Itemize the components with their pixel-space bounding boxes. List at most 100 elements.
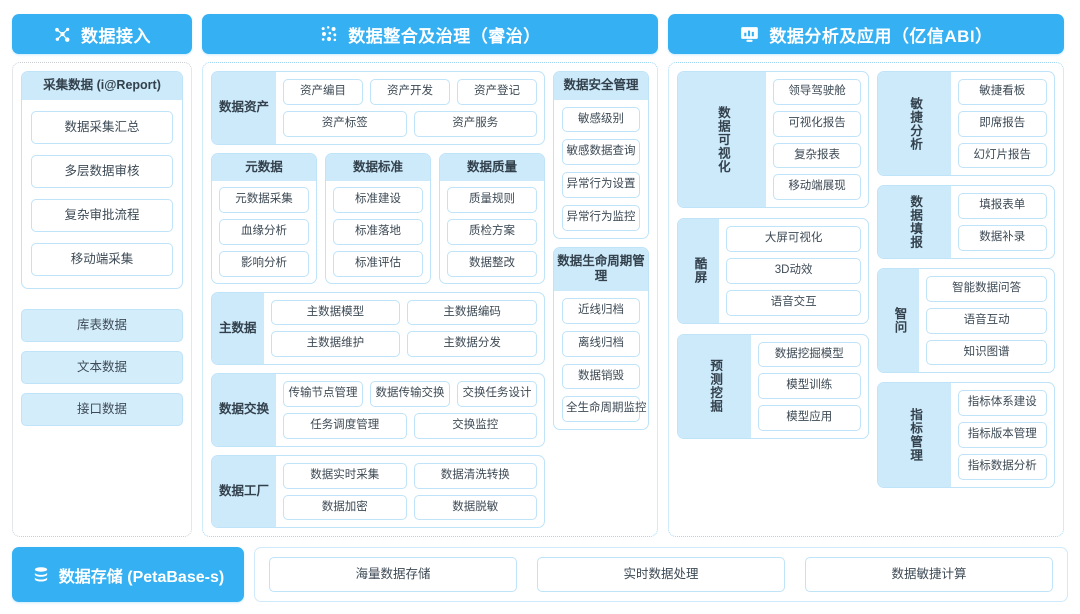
group-label: 智问 — [878, 268, 920, 373]
chip-item[interactable]: 交换监控 — [413, 413, 538, 439]
chip-item[interactable]: 数据实时采集 — [283, 462, 407, 489]
chip-item[interactable]: 语音交互 — [726, 289, 861, 316]
banner-data-ingestion[interactable]: 数据接入 — [12, 14, 192, 54]
database-stack-icon — [32, 566, 50, 584]
card-body: 标准建设 标准落地 标准评估 — [326, 181, 430, 282]
chip-source[interactable]: 库表数据 — [21, 308, 183, 342]
chip-item[interactable]: 资产标签 — [283, 110, 407, 137]
chip-item[interactable]: 智能数据问答 — [926, 275, 1047, 302]
chip-item[interactable]: 敏感级别 — [562, 106, 640, 133]
chip-item[interactable]: 数据脱敏 — [413, 494, 538, 521]
group-predictive-mining: 预测挖掘 数据挖掘模型 模型训练 模型应用 — [677, 333, 869, 439]
banner-data-analytics[interactable]: 数据分析及应用（亿信ABI） — [668, 14, 1064, 54]
group-data-asset: 数据资产 资产编目 资产开发 资产登记 资产标签 资产服务 — [211, 71, 545, 145]
chip-source[interactable]: 文本数据 — [21, 350, 183, 384]
chip-item[interactable]: 幻灯片报告 — [957, 142, 1047, 169]
chip-item[interactable]: 数据采集汇总 — [31, 110, 173, 144]
group-label: 敏捷分析 — [878, 72, 951, 176]
group-body: 填报表单 数据补录 — [951, 186, 1055, 258]
chip-item[interactable]: 主数据分发 — [407, 331, 538, 358]
chip-item[interactable]: 大屏可视化 — [726, 226, 861, 252]
chip-item[interactable]: 指标数据分析 — [957, 453, 1047, 480]
card-data-quality: 数据质量 质量规则 质检方案 数据整改 — [439, 152, 545, 284]
chip-item[interactable]: 数据销毁 — [562, 363, 640, 390]
banner-data-storage[interactable]: 数据存储 (PetaBase-s) — [12, 547, 244, 603]
chip-item[interactable]: 任务调度管理 — [283, 413, 407, 439]
storage-items-box: 海量数据存储 实时数据处理 数据敏捷计算 — [254, 547, 1068, 603]
chip-item[interactable]: 血缘分析 — [219, 219, 309, 245]
group-smart-qa: 智问 智能数据问答 语音互动 知识图谱 — [877, 267, 1055, 374]
chip-item[interactable]: 复杂报表 — [773, 142, 861, 169]
group-row: 传输节点管理 数据传输交换 交换任务设计 — [283, 381, 538, 407]
chip-item[interactable]: 影响分析 — [219, 250, 309, 277]
chip-source[interactable]: 接口数据 — [21, 392, 183, 426]
card-body: 敏感级别 敏感数据查询 异常行为设置 异常行为监控 — [554, 100, 648, 238]
chip-item[interactable]: 主数据编码 — [407, 299, 538, 326]
chip-item[interactable]: 传输节点管理 — [283, 381, 364, 407]
chip-item[interactable]: 移动端采集 — [31, 242, 173, 276]
group-label: 数据填报 — [878, 186, 951, 258]
chip-item[interactable]: 标准评估 — [333, 250, 423, 277]
chip-item[interactable]: 标准建设 — [333, 187, 423, 214]
chip-item[interactable]: 移动端展现 — [773, 174, 861, 201]
chip-item[interactable]: 数据整改 — [447, 250, 537, 277]
nodes-network-icon — [53, 25, 72, 44]
chip-item[interactable]: 离线归档 — [562, 330, 640, 357]
chip-item[interactable]: 复杂审批流程 — [31, 198, 173, 232]
chip-item[interactable]: 数据加密 — [283, 494, 407, 521]
chip-item[interactable]: 交换任务设计 — [457, 381, 538, 407]
chip-item[interactable]: 全生命周期监控 — [562, 396, 647, 423]
chip-item[interactable]: 模型训练 — [757, 373, 861, 400]
chip-item[interactable]: 元数据采集 — [219, 187, 309, 214]
chip-item[interactable]: 多层数据审核 — [31, 154, 173, 188]
chip-item[interactable]: 资产编目 — [283, 79, 364, 105]
chip-item[interactable]: 资产服务 — [413, 110, 538, 137]
chip-item[interactable]: 指标体系建设 — [957, 390, 1047, 417]
chip-item[interactable]: 敏感数据查询 — [562, 139, 640, 166]
chip-item[interactable]: 异常行为设置 — [562, 172, 640, 199]
group-row: 数据实时采集 数据清洗转换 — [283, 462, 538, 489]
analytics-column-a: 数据可视化 领导驾驶舱 可视化报告 复杂报表 移动端展现 酷屏 大屏可视化 — [677, 71, 869, 528]
group-row: 资产标签 资产服务 — [283, 110, 538, 137]
banner-label: 数据分析及应用（亿信ABI） — [769, 26, 993, 46]
group-data-factory: 数据工厂 数据实时采集 数据清洗转换 数据加密 数据脱敏 — [211, 454, 545, 529]
chip-item[interactable]: 数据清洗转换 — [413, 462, 538, 489]
chip-item[interactable]: 标准落地 — [333, 219, 423, 245]
group-label-text: 指标管理 — [908, 408, 923, 463]
chip-item[interactable]: 数据补录 — [957, 225, 1047, 251]
group-body: 数据实时采集 数据清洗转换 数据加密 数据脱敏 — [276, 456, 544, 528]
chip-item[interactable]: 近线归档 — [562, 298, 640, 324]
chip-item[interactable]: 数据挖掘模型 — [757, 341, 861, 368]
chip-item[interactable]: 数据传输交换 — [370, 381, 451, 407]
card-title: 数据生命周期管理 — [554, 247, 648, 292]
chip-item[interactable]: 异常行为监控 — [562, 205, 640, 231]
chip-item[interactable]: 资产开发 — [370, 79, 451, 105]
card-data-security: 数据安全管理 敏感级别 敏感数据查询 异常行为设置 异常行为监控 — [553, 71, 649, 239]
chip-item[interactable]: 资产登记 — [457, 79, 538, 105]
banner-data-governance[interactable]: 数据整合及治理（睿治） — [202, 14, 658, 54]
analytics-column-b: 敏捷分析 敏捷看板 即席报告 幻灯片报告 数据填报 填报表单 数据补录 — [877, 71, 1055, 528]
banner-label: 数据存储 (PetaBase-s) — [58, 568, 225, 586]
chip-item[interactable]: 质检方案 — [447, 219, 537, 245]
card-title: 数据安全管理 — [554, 72, 648, 100]
chip-item[interactable]: 主数据维护 — [270, 331, 401, 358]
governance-main-column: 数据资产 资产编目 资产开发 资产登记 资产标签 资产服务 — [211, 71, 545, 529]
chip-item[interactable]: 敏捷看板 — [957, 79, 1047, 105]
chip-item[interactable]: 模型应用 — [757, 405, 861, 431]
chip-item[interactable]: 领导驾驶舱 — [773, 79, 861, 105]
chip-item[interactable]: 指标版本管理 — [957, 422, 1047, 448]
group-label: 数据可视化 — [678, 72, 767, 208]
chip-item[interactable]: 填报表单 — [957, 193, 1047, 220]
group-body: 主数据模型 主数据编码 主数据维护 主数据分发 — [264, 293, 544, 365]
chip-item[interactable]: 可视化报告 — [773, 110, 861, 137]
group-label-text: 预测挖掘 — [708, 359, 723, 414]
chip-item[interactable]: 3D动效 — [726, 257, 861, 284]
group-label-text: 数据可视化 — [715, 105, 730, 174]
panel-data-ingestion: 采集数据 (i@Report) 数据采集汇总 多层数据审核 复杂审批流程 移动端… — [12, 62, 192, 538]
chip-item[interactable]: 主数据模型 — [270, 299, 401, 326]
chip-item[interactable]: 知识图谱 — [926, 339, 1047, 366]
card-body: 质量规则 质检方案 数据整改 — [440, 181, 544, 282]
chip-item[interactable]: 语音互动 — [926, 307, 1047, 334]
chip-item[interactable]: 即席报告 — [957, 110, 1047, 137]
chip-item[interactable]: 质量规则 — [447, 187, 537, 214]
